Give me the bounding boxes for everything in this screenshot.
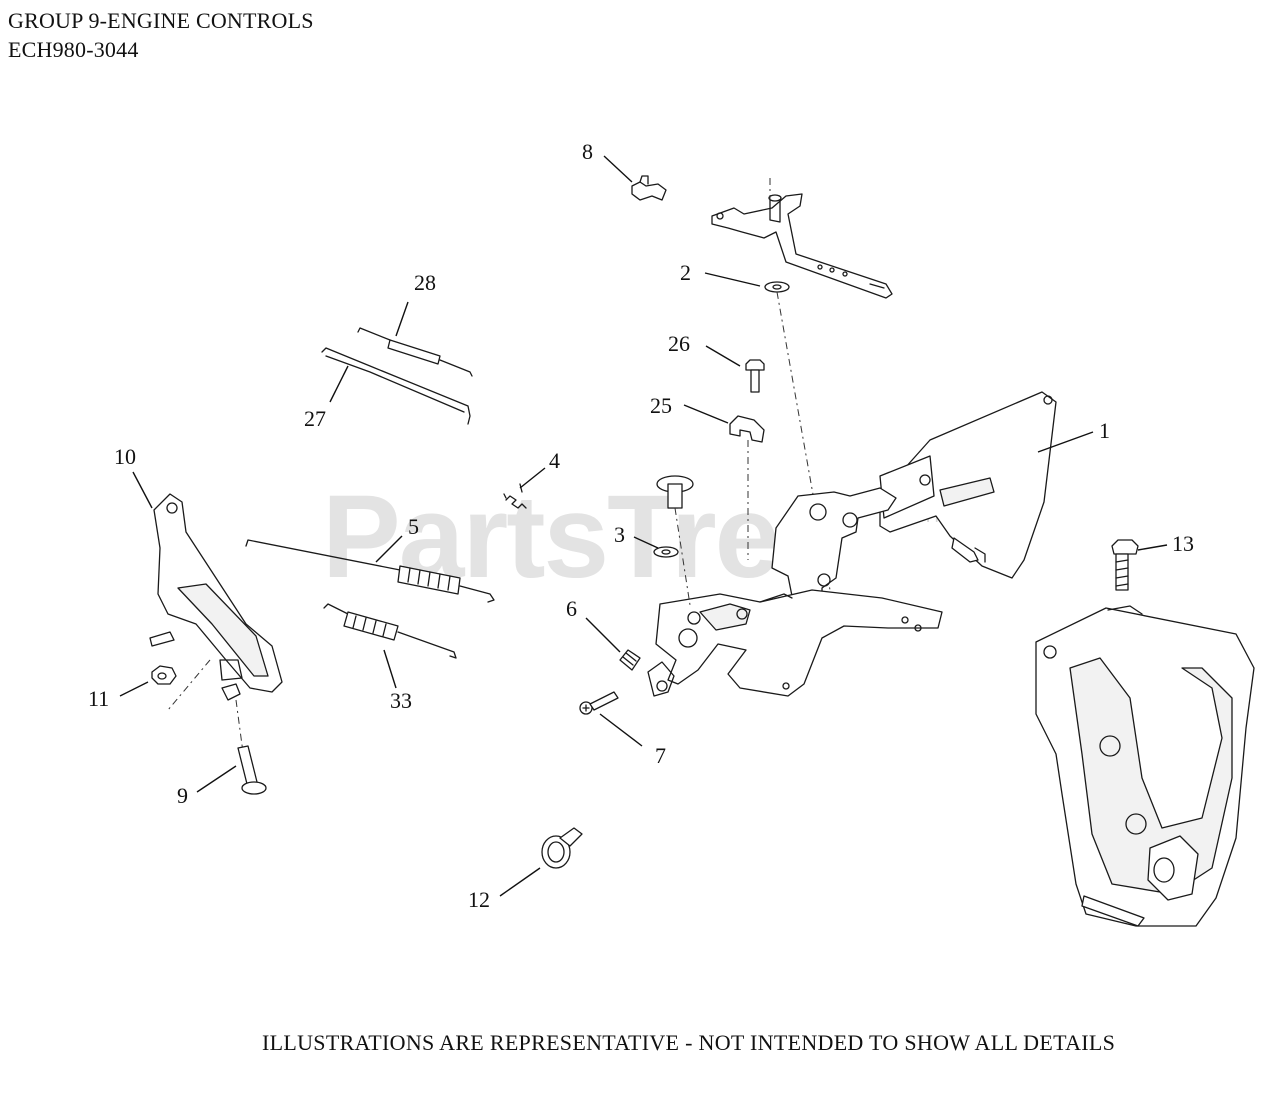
callout-3: 3 [614,522,625,547]
part-33-spring[interactable] [323,603,457,659]
disclaimer-footer: ILLUSTRATIONS ARE REPRESENTATIVE - NOT I… [262,1030,1116,1055]
part-5-spring[interactable] [245,539,495,603]
callout-7: 7 [655,743,666,768]
callout-5: 5 [408,514,419,539]
part-26-bolt[interactable] [745,359,765,393]
part-9-pin[interactable] [237,745,267,795]
callout-12: 12 [468,887,490,912]
part-13-bolt[interactable] [1111,539,1139,591]
part-top-bracket[interactable] [711,193,893,299]
callout-4: 4 [549,448,560,473]
callout-2: 2 [680,260,691,285]
part-27-rod[interactable] [321,347,471,425]
callout-10: 10 [114,444,136,469]
part-8-clip[interactable] [631,175,667,201]
callout-9: 9 [177,783,188,808]
callout-25: 25 [650,393,672,418]
leader-lines [119,155,1168,897]
part-12-clamp[interactable] [541,827,583,869]
part-3-pin[interactable] [653,475,694,558]
callout-11: 11 [88,686,109,711]
callout-13: 13 [1172,531,1194,556]
callout-28: 28 [414,270,436,295]
callout-27: 27 [304,406,326,431]
callout-6: 6 [566,596,577,621]
callout-33: 33 [390,688,412,713]
part-11-nut[interactable] [151,665,177,685]
part-10-lever[interactable] [149,493,283,701]
part-2-washer[interactable] [764,281,790,293]
callout-numbers: 8 2 26 25 1 28 27 10 4 5 3 13 6 33 11 7 … [88,139,1194,912]
part-25-clip[interactable] [729,415,765,443]
part-7-screw[interactable] [579,691,619,715]
callout-1: 1 [1099,418,1110,443]
part-4-spring[interactable] [503,483,527,509]
part-6-spring[interactable] [619,649,641,671]
diagram-title: GROUP 9-ENGINE CONTROLS [8,8,314,33]
callout-26: 26 [668,331,690,356]
part-1-main-bracket[interactable] [879,391,1057,579]
part-engine-shroud[interactable] [1035,605,1255,927]
callout-8: 8 [582,139,593,164]
part-control-base-plate[interactable] [647,487,943,697]
part-28-spring[interactable] [357,327,473,377]
model-number: ECH980-3044 [8,37,139,62]
